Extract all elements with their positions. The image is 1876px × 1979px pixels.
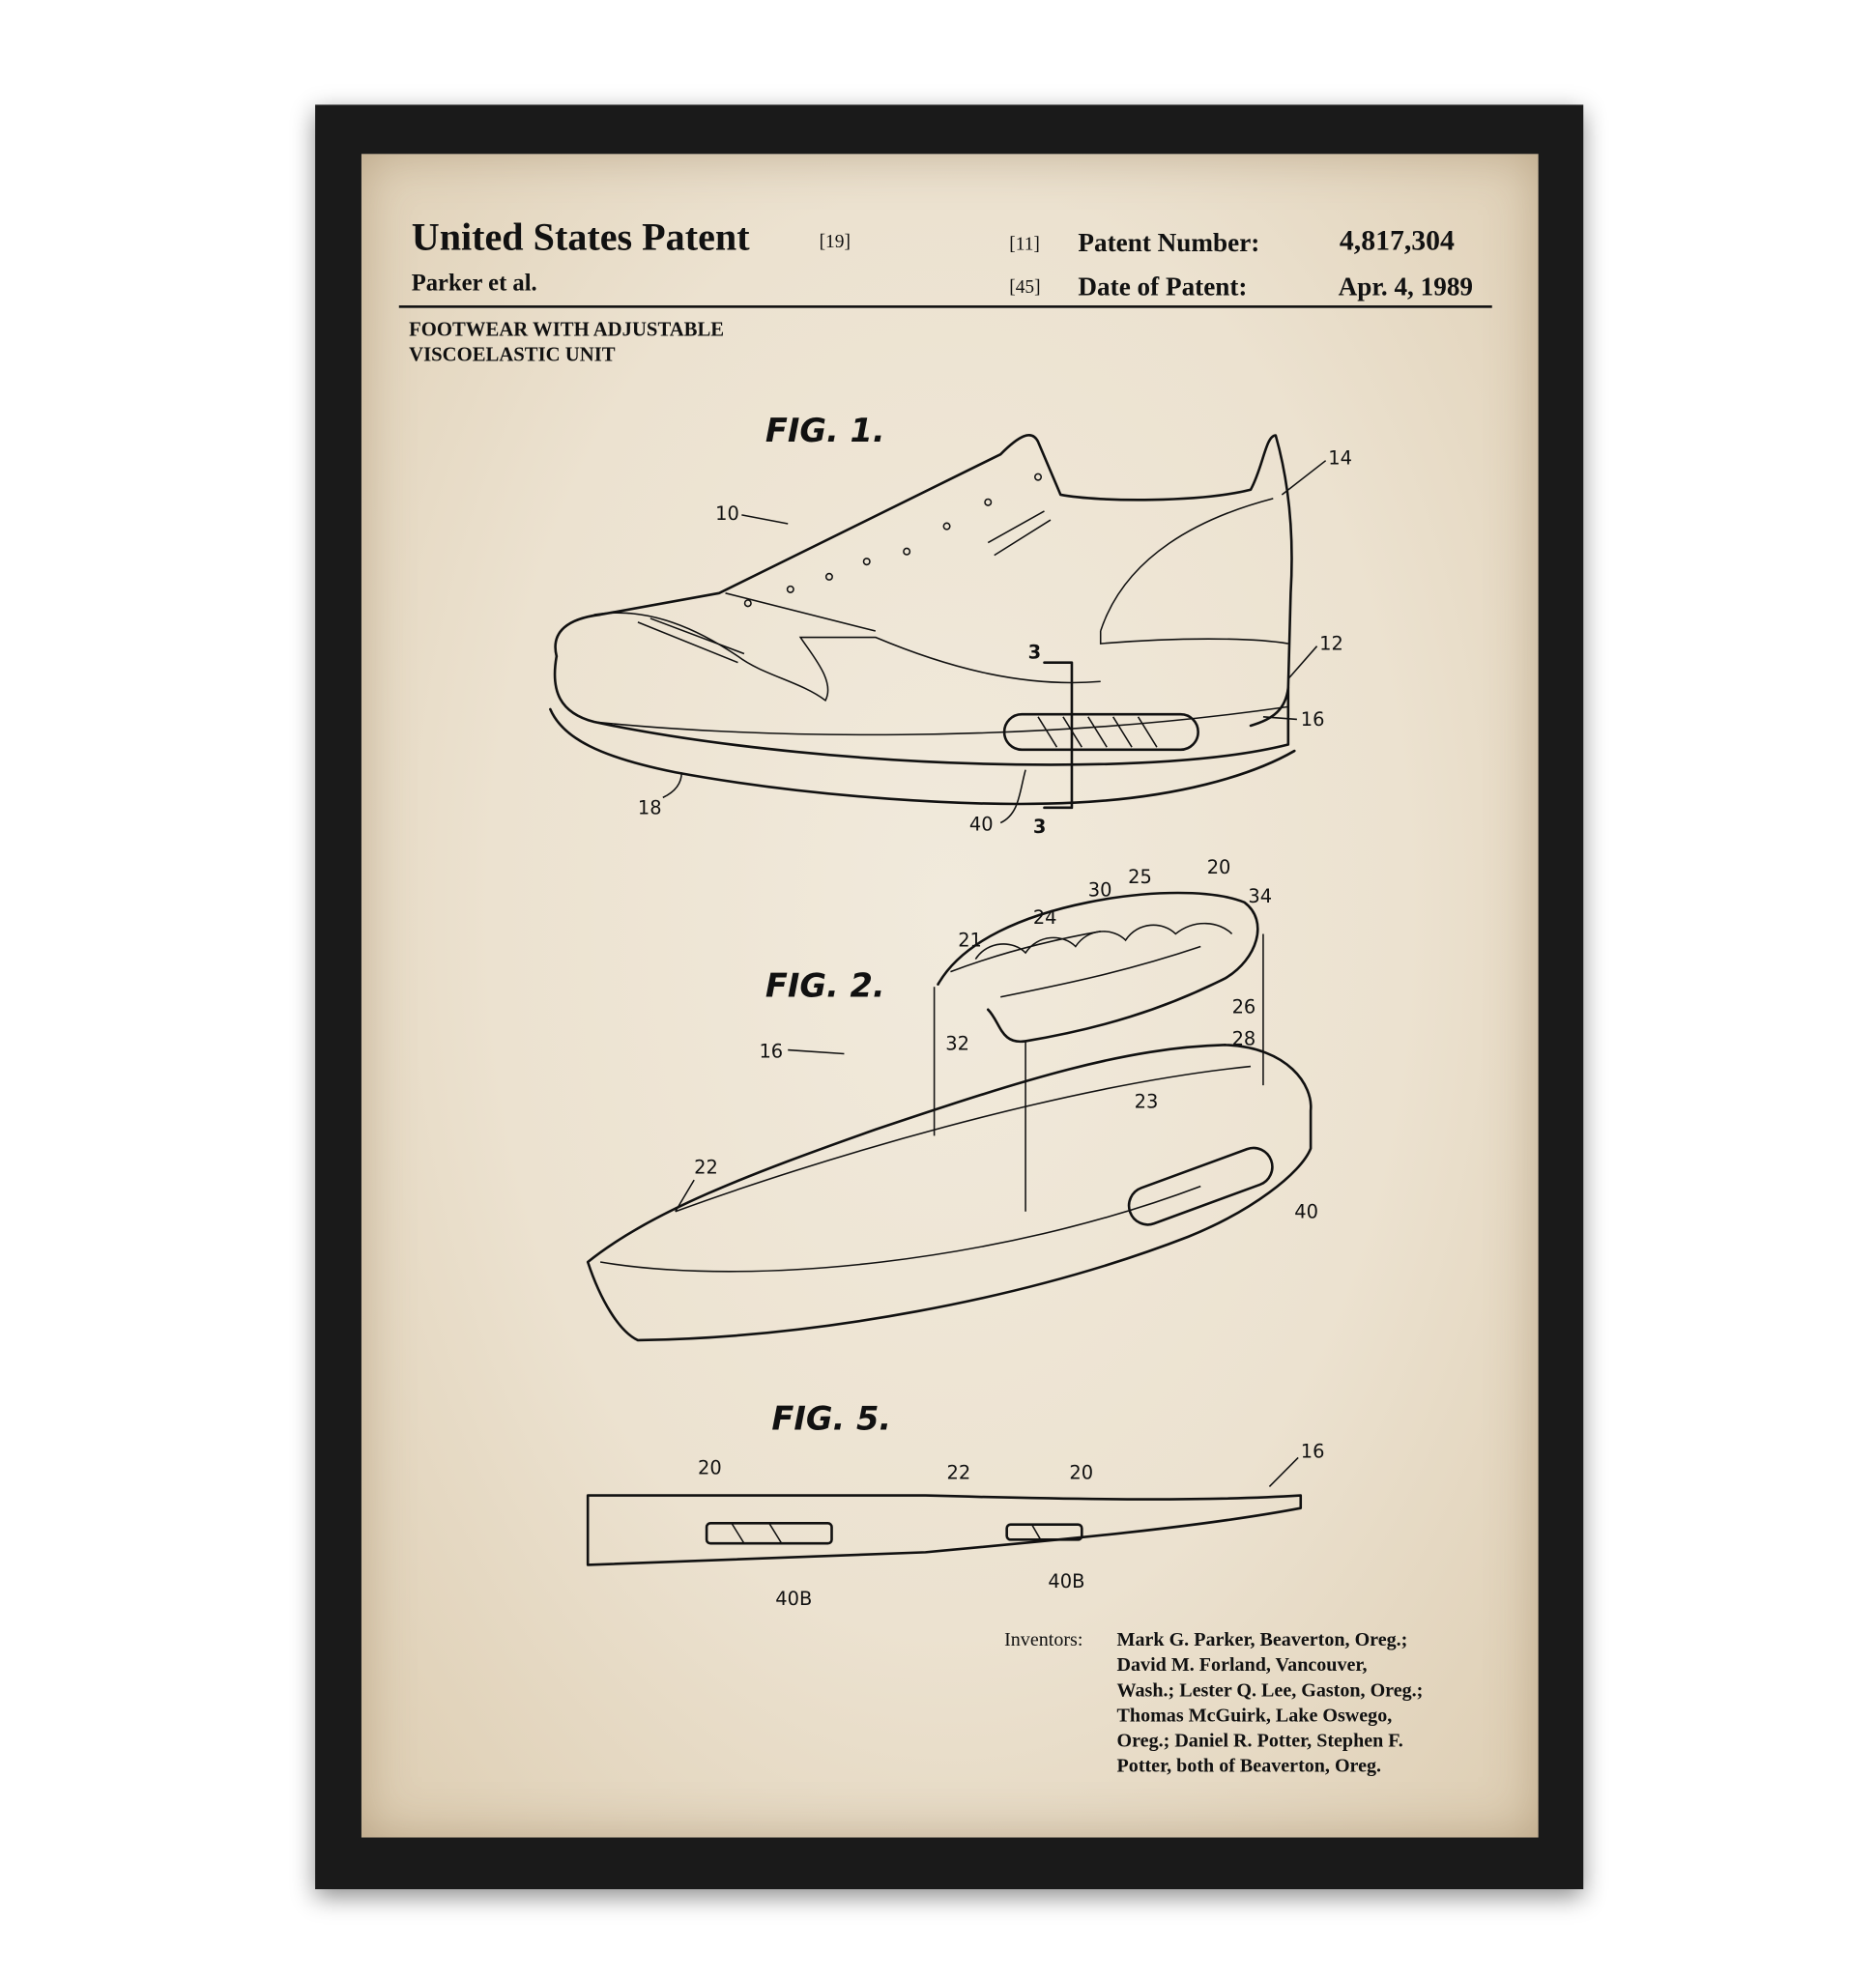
section-3-bottom: 3 [1033, 816, 1047, 838]
ref-22: 22 [694, 1156, 718, 1178]
ref-12: 12 [1319, 633, 1343, 655]
inventor-line: Oreg.; Daniel R. Potter, Stephen F. [1116, 1730, 1403, 1752]
fig2-label: FIG. 2. [765, 967, 885, 1005]
ref-34: 34 [1248, 885, 1272, 907]
header-rule [398, 305, 1492, 308]
section-3-top: 3 [1028, 642, 1042, 664]
title-ref: [19] [819, 232, 851, 253]
fig1-drawing: FIG. 1. 10 14 12 16 18 4 [549, 412, 1352, 838]
patent-paper: United States Patent [19] Parker et al. … [361, 154, 1539, 1838]
inventor-line: Wash.; Lester Q. Lee, Gaston, Oreg.; [1116, 1679, 1424, 1702]
patent-number-label: Patent Number: [1078, 227, 1260, 258]
patent-subtitle: FOOTWEAR WITH ADJUSTABLE VISCOELASTIC UN… [409, 318, 724, 368]
fig1-label: FIG. 1. [765, 412, 885, 449]
inventor-line: Mark G. Parker, Beaverton, Oreg.; [1116, 1629, 1408, 1651]
inventors-list: Mark G. Parker, Beaverton, Oreg.; David … [1117, 1628, 1424, 1780]
date-ref: [45] [1009, 277, 1041, 299]
number-ref: [11] [1009, 234, 1040, 255]
ref-22: 22 [947, 1462, 971, 1484]
ref-24: 24 [1033, 906, 1057, 929]
ref-20-right: 20 [1069, 1462, 1093, 1484]
ref-26: 26 [1232, 996, 1256, 1018]
ref-28: 28 [1232, 1027, 1256, 1049]
ref-21: 21 [958, 929, 982, 951]
fig5-label: FIG. 5. [771, 1400, 891, 1438]
inventor-line: Potter, both of Beaverton, Oreg. [1116, 1755, 1382, 1777]
ref-10: 10 [715, 502, 739, 525]
ref-14: 14 [1328, 447, 1352, 470]
ref-25: 25 [1128, 866, 1152, 888]
ref-23: 23 [1135, 1091, 1159, 1113]
ref-40b-right: 40B [1048, 1570, 1084, 1592]
inventor-line: Thomas McGuirk, Lake Oswego, [1116, 1705, 1393, 1727]
inventor-line: David M. Forland, Vancouver, [1116, 1654, 1368, 1677]
subtitle-line: FOOTWEAR WITH ADJUSTABLE [409, 319, 725, 341]
ref-16: 16 [1301, 1440, 1325, 1462]
fig2-drawing: FIG. 2. 20 25 30 24 34 21 32 26 28 23 16… [586, 856, 1318, 1342]
ref-20-left: 20 [698, 1456, 722, 1478]
ref-18: 18 [638, 796, 662, 818]
patent-title: United States Patent [411, 215, 750, 259]
ref-40: 40 [1294, 1200, 1318, 1222]
ref-16: 16 [759, 1040, 783, 1062]
date-label: Date of Patent: [1078, 271, 1248, 302]
ref-16: 16 [1301, 708, 1325, 731]
ref-32: 32 [945, 1033, 969, 1055]
inventors-label: Inventors: [1004, 1629, 1083, 1651]
ref-40: 40 [969, 813, 994, 835]
subtitle-line: VISCOELASTIC UNIT [409, 344, 616, 366]
fig5-drawing: FIG. 5. 16 20 22 20 40B 40B [586, 1400, 1325, 1610]
ref-40b-left: 40B [775, 1588, 812, 1610]
date-value: Apr. 4, 1989 [1338, 271, 1474, 302]
patent-number-value: 4,817,304 [1339, 224, 1455, 257]
ref-30: 30 [1088, 878, 1112, 901]
ref-20: 20 [1207, 856, 1231, 878]
inventor-short: Parker et al. [411, 270, 537, 297]
